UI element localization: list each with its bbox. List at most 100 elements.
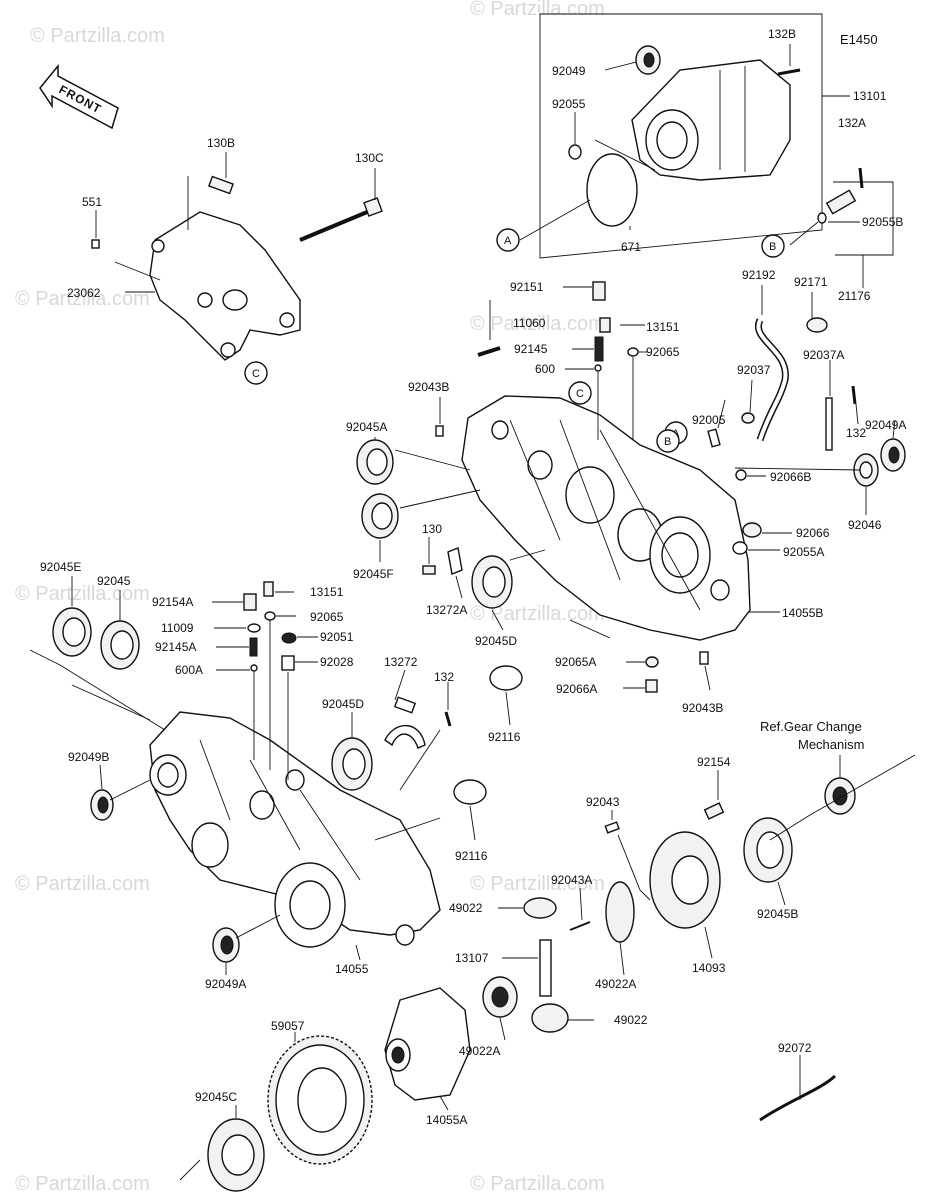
svg-text:A: A <box>504 235 512 247</box>
ball-600-icon <box>594 364 602 372</box>
part-label: 92037 <box>737 363 771 377</box>
front-arrow-icon: FRONT <box>39 63 119 130</box>
side-gear-49022a-icon <box>605 881 635 943</box>
washer-92065-2-icon <box>264 611 276 621</box>
part-label: 11009 <box>161 621 194 635</box>
washer-11009-icon <box>247 623 261 633</box>
part-label: 92005 <box>692 413 726 427</box>
o-ring-92055-icon <box>568 144 582 160</box>
part-label: 11060 <box>513 316 546 330</box>
callout-c <box>244 361 268 385</box>
part-label: 92145 <box>514 342 548 356</box>
part-label: 92045D <box>322 697 364 711</box>
watermark: © Partzilla.com <box>470 873 605 895</box>
part-label: 132 <box>846 426 866 440</box>
part-label: 92066B <box>770 470 811 484</box>
part-label: 13151 <box>646 320 680 334</box>
svg-text:C: C <box>252 368 260 380</box>
bolt-130-icon <box>422 565 436 575</box>
watermark: © Partzilla.com <box>15 1173 150 1195</box>
clamp-92037-icon <box>741 412 755 424</box>
seal-92051-icon <box>281 632 297 644</box>
plug-92066a-icon <box>645 679 658 693</box>
part-label: 49022A <box>595 977 636 991</box>
callout-circles: A B C C A B <box>244 228 785 453</box>
bolt-132-icon <box>851 385 857 405</box>
part-labels: 92049 132B 92055 13101 671 132A 92055B 2… <box>40 27 906 1127</box>
part-label: 92045A <box>346 420 387 434</box>
part-label: 671 <box>621 240 641 254</box>
sleeve-92116-2-icon <box>453 779 487 805</box>
part-label: 92145A <box>155 640 196 654</box>
part-label: 92045F <box>353 567 394 581</box>
part-label: 92055A <box>783 545 824 559</box>
part-label: 92049A <box>865 418 906 432</box>
watermark: © Partzilla.com <box>15 873 150 895</box>
part-label: 132A <box>838 116 866 130</box>
part-label: 600 <box>535 362 555 376</box>
part-label: 14055A <box>426 1113 467 1127</box>
part-label: 130B <box>207 136 235 150</box>
part-label: 92043B <box>682 701 723 715</box>
lower-case-parts <box>29 576 487 975</box>
reference-note-line1: Ref.Gear Change <box>760 719 862 734</box>
diagram-code: E1450 <box>840 32 878 47</box>
bolt-132-2-icon <box>444 711 452 727</box>
dowel-92043b-2-icon <box>699 651 709 665</box>
watermark: © Partzilla.com <box>470 1173 605 1195</box>
guide-13272a-icon <box>447 547 463 575</box>
callout-c-2 <box>568 381 592 405</box>
washer-92066b-icon <box>735 469 747 481</box>
part-label: 92072 <box>778 1041 812 1055</box>
sensor-21176-icon <box>825 189 857 215</box>
part-label: 92028 <box>320 655 354 669</box>
switch-13151-icon <box>599 317 611 333</box>
pinion-gear-49022-icon <box>523 897 557 919</box>
watermark: © Partzilla.com <box>30 25 165 47</box>
part-label: 92049 <box>552 64 586 78</box>
part-label: 92116 <box>455 849 488 863</box>
spring-92145a-icon <box>249 637 258 657</box>
part-label: 13151 <box>310 585 344 599</box>
o-ring-671-icon <box>586 153 638 227</box>
washer-92065-icon <box>627 347 639 357</box>
watermark: © Partzilla.com <box>470 603 605 625</box>
part-label: 92045B <box>757 907 798 921</box>
part-label: 92051 <box>320 630 354 644</box>
part-label: 13272 <box>384 655 418 669</box>
plug-92154a-icon <box>243 593 257 611</box>
part-label: 551 <box>82 195 102 209</box>
upper-case-parts <box>356 281 906 726</box>
bushing-92028-icon <box>281 655 295 671</box>
ball-600a-icon <box>250 664 258 672</box>
dowel-92043b-icon <box>435 425 444 437</box>
part-label: 92065 <box>646 345 680 359</box>
reference-note-line2: Mechanism <box>798 737 864 752</box>
pin-551-icon <box>91 239 100 249</box>
part-label: 21176 <box>838 289 871 303</box>
part-label: 14055B <box>782 606 823 620</box>
washer-92066-icon <box>742 522 762 538</box>
assembly-21176 <box>789 167 894 288</box>
part-label: 92049A <box>205 977 246 991</box>
part-label: 92151 <box>510 280 544 294</box>
pin-92043a-icon <box>569 921 591 931</box>
part-label: 14093 <box>692 961 726 975</box>
bolt-130c-icon <box>363 197 383 217</box>
case-14055 <box>149 711 441 961</box>
watermark: © Partzilla.com <box>470 313 605 335</box>
svg-text:B: B <box>664 436 671 448</box>
part-label: 59057 <box>271 1019 305 1033</box>
part-label: 92066A <box>556 682 597 696</box>
part-label: 13272A <box>426 603 467 617</box>
part-label: 92065A <box>555 655 596 669</box>
callout-a <box>496 228 520 252</box>
fitting-92005-icon <box>707 428 721 448</box>
rod-92037a-icon <box>825 397 833 451</box>
dowel-92043-icon <box>604 821 620 834</box>
part-label: 92154A <box>152 595 193 609</box>
part-label: 92037A <box>803 348 844 362</box>
case-14055a-icon <box>384 987 471 1101</box>
assembly-13101 <box>519 13 850 259</box>
bracket-23062 <box>91 152 383 373</box>
